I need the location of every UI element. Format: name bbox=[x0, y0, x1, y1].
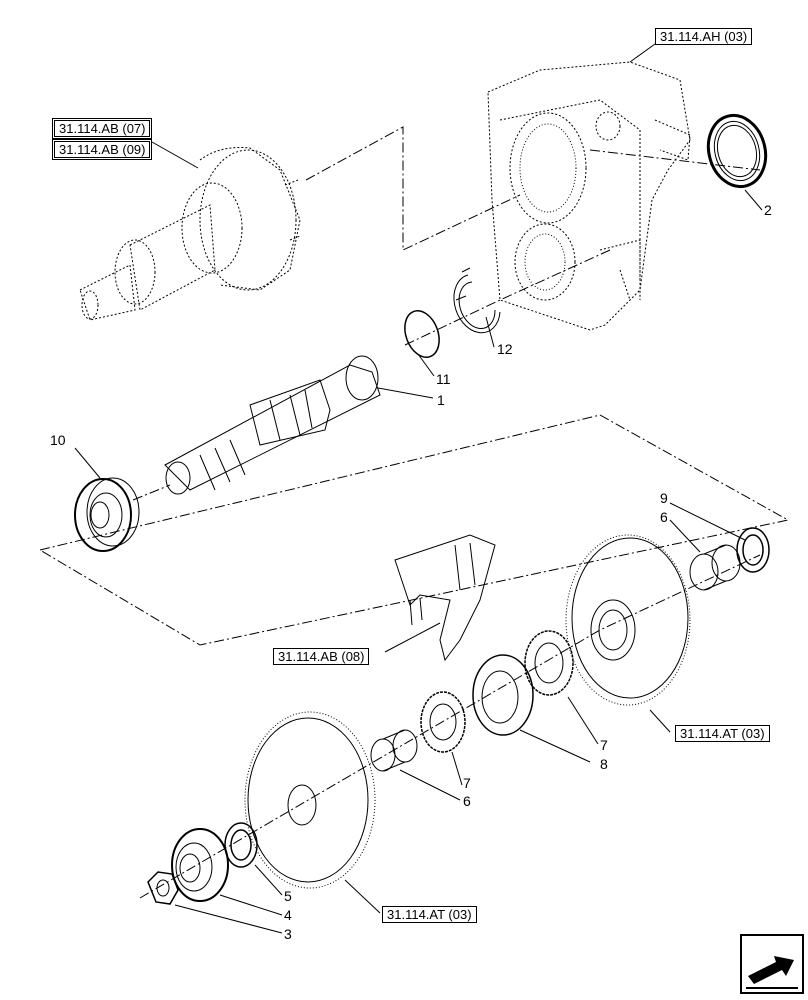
seal-ring-drawing bbox=[706, 113, 768, 189]
shift-fork-drawing bbox=[394, 534, 496, 662]
callout-7-lower: 7 bbox=[463, 775, 471, 791]
housing-drawing bbox=[487, 61, 691, 331]
callout-7-upper: 7 bbox=[600, 737, 608, 753]
callout-1: 1 bbox=[437, 392, 445, 408]
next-page-arrow-icon bbox=[746, 956, 798, 989]
sleeve-upper-drawing bbox=[689, 544, 741, 591]
sleeve-8-drawing bbox=[472, 654, 534, 736]
large-gear-left-drawing bbox=[244, 711, 376, 889]
next-page-arrow-button[interactable] bbox=[740, 934, 804, 994]
synchro-gear-upper-drawing bbox=[524, 630, 574, 696]
pto-unit-drawing bbox=[79, 147, 301, 321]
washer-9-drawing bbox=[736, 527, 770, 573]
callout-9: 9 bbox=[660, 490, 668, 506]
ref-large-gear-right[interactable]: 31.114.AT (03) bbox=[675, 725, 770, 742]
sleeve-lower-drawing bbox=[370, 729, 418, 772]
large-gear-right-drawing bbox=[565, 534, 691, 706]
ref-large-gear-left[interactable]: 31.114.AT (03) bbox=[382, 906, 477, 923]
callout-3: 3 bbox=[284, 926, 292, 942]
bearing-10-drawing bbox=[74, 477, 140, 552]
center-axes bbox=[132, 126, 761, 899]
washer-5-drawing bbox=[224, 822, 258, 868]
callout-6-lower: 6 bbox=[463, 793, 471, 809]
callout-11: 11 bbox=[436, 371, 451, 387]
callout-12: 12 bbox=[497, 341, 513, 357]
leader-lines bbox=[74, 43, 763, 934]
callout-10: 10 bbox=[50, 432, 66, 448]
shaft-drawing bbox=[164, 355, 381, 495]
ref-housing[interactable]: 31.114.AH (03) bbox=[655, 28, 753, 45]
callout-2: 2 bbox=[764, 202, 772, 218]
o-ring-drawing bbox=[404, 310, 440, 358]
callout-5: 5 bbox=[284, 888, 292, 904]
snap-ring-drawing bbox=[453, 267, 501, 334]
callout-4: 4 bbox=[284, 907, 292, 923]
nut-3-drawing bbox=[147, 871, 179, 905]
ref-shift-fork[interactable]: 31.114.AB (08) bbox=[273, 648, 370, 665]
bearing-4-drawing bbox=[171, 828, 229, 902]
subassembly-outline bbox=[38, 414, 790, 646]
callout-6-upper: 6 bbox=[660, 509, 668, 525]
ref-pto-unit-b[interactable]: 31.114.AB (09) bbox=[51, 139, 153, 160]
synchro-gear-lower-drawing bbox=[420, 691, 466, 753]
callout-8: 8 bbox=[600, 756, 608, 772]
ref-pto-unit-a[interactable]: 31.114.AB (07) bbox=[51, 118, 153, 139]
